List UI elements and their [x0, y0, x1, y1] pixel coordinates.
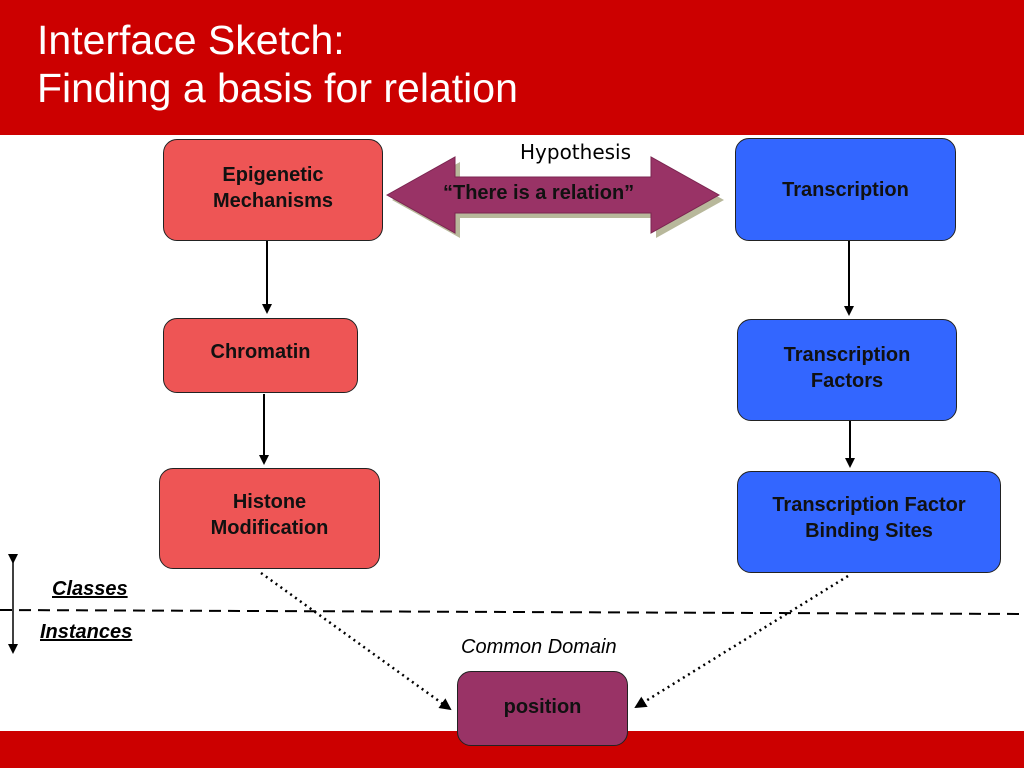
title-line-2: Finding a basis for relation	[37, 65, 518, 111]
instances-label: Instances	[40, 621, 133, 643]
node-label: Histone Modification	[210, 491, 329, 539]
title-line-1: Interface Sketch:	[37, 17, 345, 63]
node-transcription-factor-binding-sites[interactable]: Transcription Factor Binding Sites	[737, 471, 1001, 573]
node-epigenetic-mechanisms[interactable]: Epigenetic Mechanisms	[163, 139, 383, 241]
relation-text: “There is a relation”	[443, 182, 635, 204]
node-label: Chromatin	[210, 341, 311, 363]
relation-double-arrow	[385, 156, 721, 234]
node-label: Transcription Factors	[783, 344, 911, 392]
dotted-arrow-histone-to-position	[260, 571, 452, 711]
node-label: Epigenetic Mechanisms	[212, 164, 334, 212]
classes-label: Classes	[52, 578, 128, 600]
node-label: position	[503, 696, 582, 718]
node-label: Transcription	[782, 179, 909, 201]
slide-title: Interface Sketch: Finding a basis for re…	[37, 16, 518, 112]
node-position[interactable]: position	[457, 671, 628, 746]
dotted-arrow-binding-sites-to-position	[634, 574, 849, 709]
node-transcription[interactable]: Transcription	[735, 138, 956, 241]
node-label: Transcription Factor Binding Sites	[772, 494, 966, 542]
title-bar: Interface Sketch: Finding a basis for re…	[0, 0, 1024, 135]
hypothesis-label: Hypothesis	[520, 140, 632, 164]
node-transcription-factors[interactable]: Transcription Factors	[737, 319, 957, 421]
node-chromatin[interactable]: Chromatin	[163, 318, 358, 393]
node-histone-modification[interactable]: Histone Modification	[159, 468, 380, 569]
classes-instances-divider	[0, 609, 1024, 615]
common-domain-caption: Common Domain	[461, 636, 617, 658]
